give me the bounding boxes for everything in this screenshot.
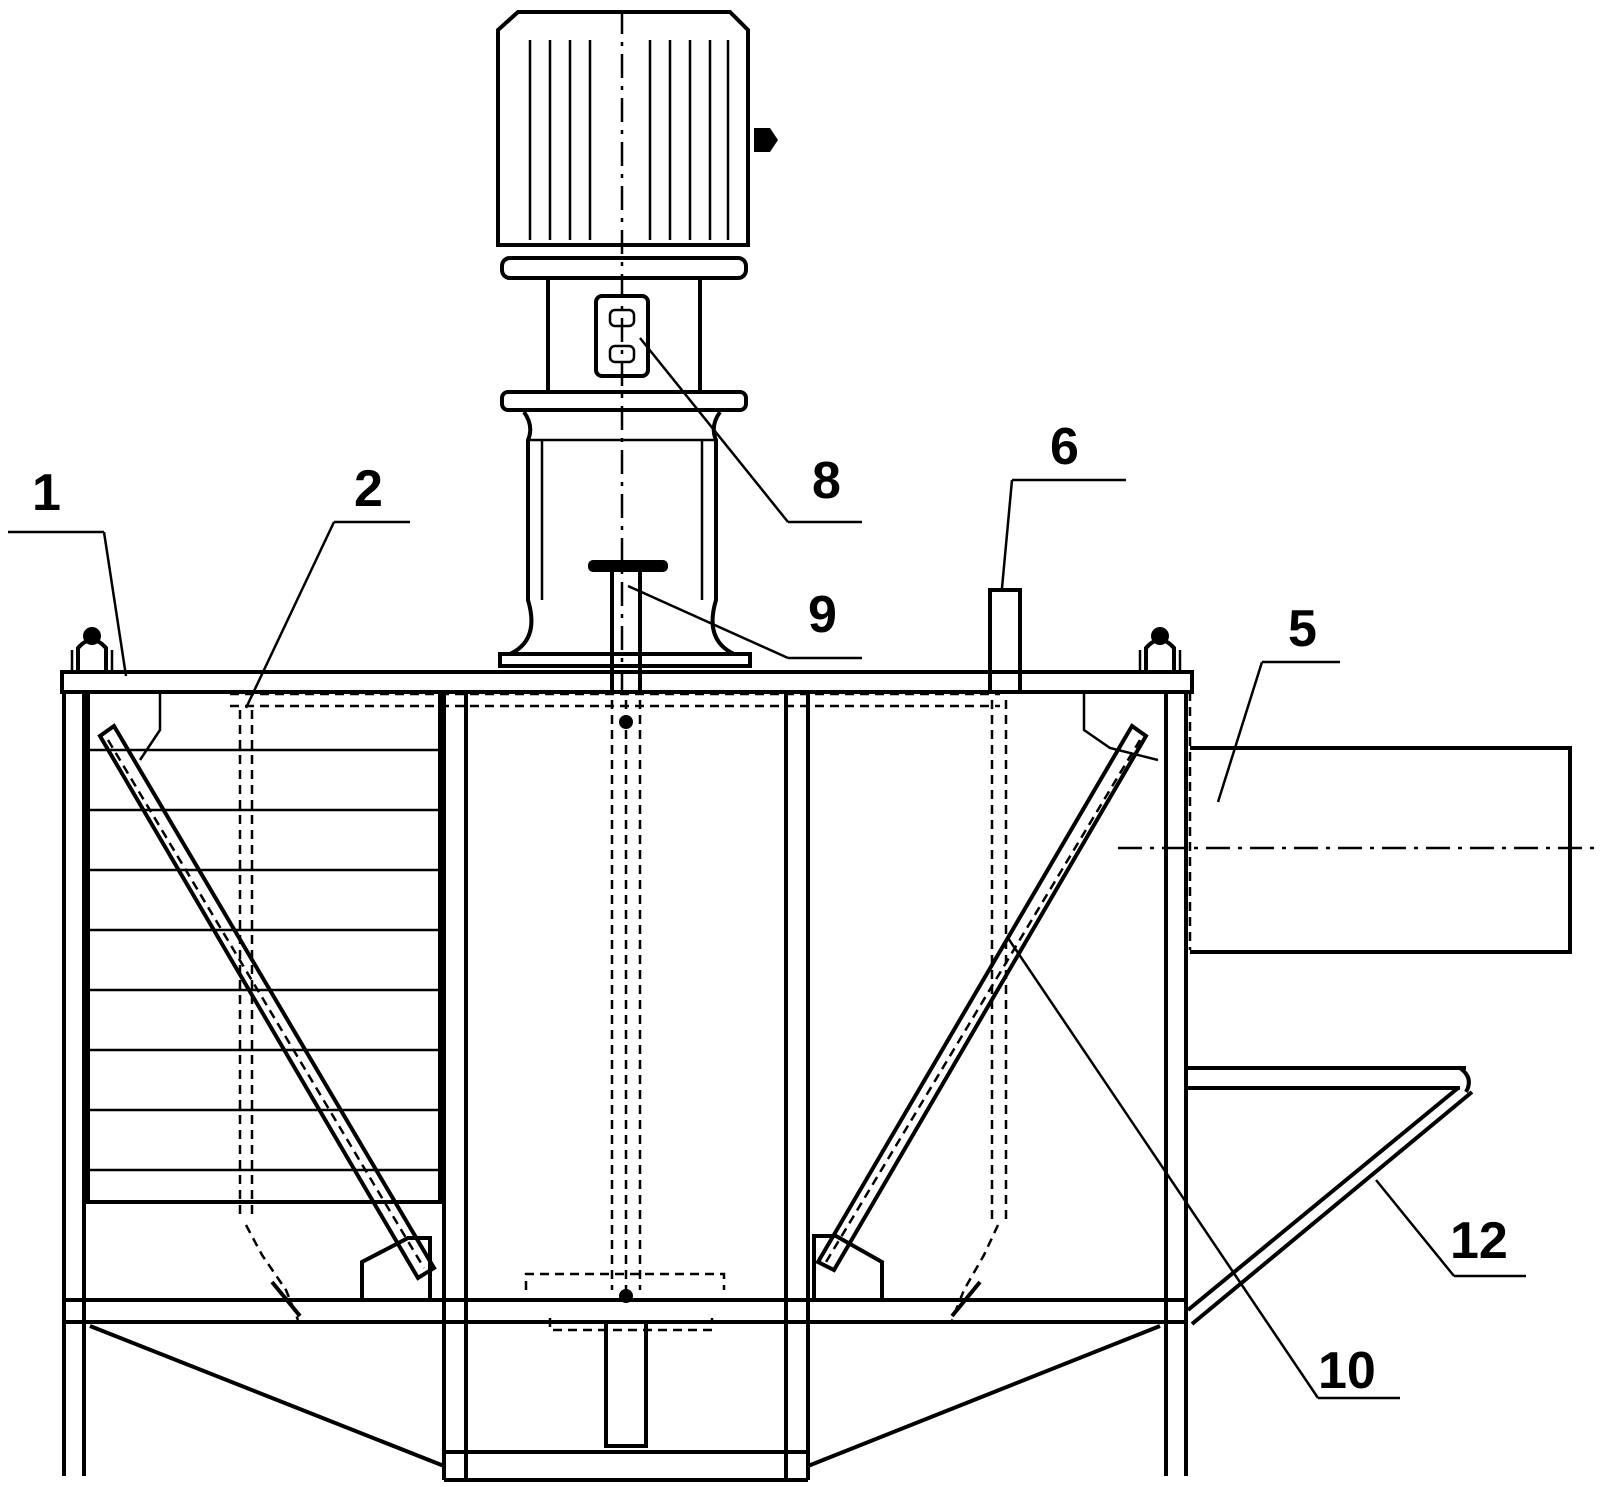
callout-10: 10 — [1006, 937, 1400, 1400]
callout-10-label: 10 — [1318, 1342, 1376, 1400]
hidden-internal-lines — [230, 692, 1008, 1332]
callout-9-label: 9 — [808, 586, 837, 644]
callout-5: 5 — [1216, 600, 1340, 803]
outlet-duct — [1118, 746, 1600, 954]
filter-mesh-basket — [86, 690, 442, 1204]
motor — [496, 10, 778, 280]
callout-12-label: 12 — [1450, 1212, 1508, 1270]
lifting-lug-left — [70, 627, 114, 670]
callout-12: 12 — [1375, 1179, 1526, 1278]
inclined-baffle-right — [815, 723, 1149, 1273]
callout-1-label: 1 — [32, 464, 61, 522]
callout-2-label: 2 — [354, 460, 383, 518]
callout-6: 6 — [1000, 418, 1126, 589]
callout-1: 1 — [8, 464, 128, 677]
support-bracket — [1186, 1066, 1474, 1326]
motor-stand — [498, 390, 752, 668]
inclined-baffle-left — [97, 723, 437, 1281]
lifting-lug-right — [1138, 627, 1182, 670]
callout-5-label: 5 — [1288, 600, 1317, 658]
callout-6-label: 6 — [1050, 418, 1079, 476]
coupling-housing — [546, 280, 702, 392]
vent-pipe — [988, 588, 1022, 690]
callout-2: 2 — [244, 460, 410, 709]
tank-body — [60, 670, 1194, 1482]
callout-8-label: 8 — [812, 452, 841, 510]
callout-8: 8 — [639, 337, 862, 524]
callout-9: 9 — [627, 584, 862, 660]
